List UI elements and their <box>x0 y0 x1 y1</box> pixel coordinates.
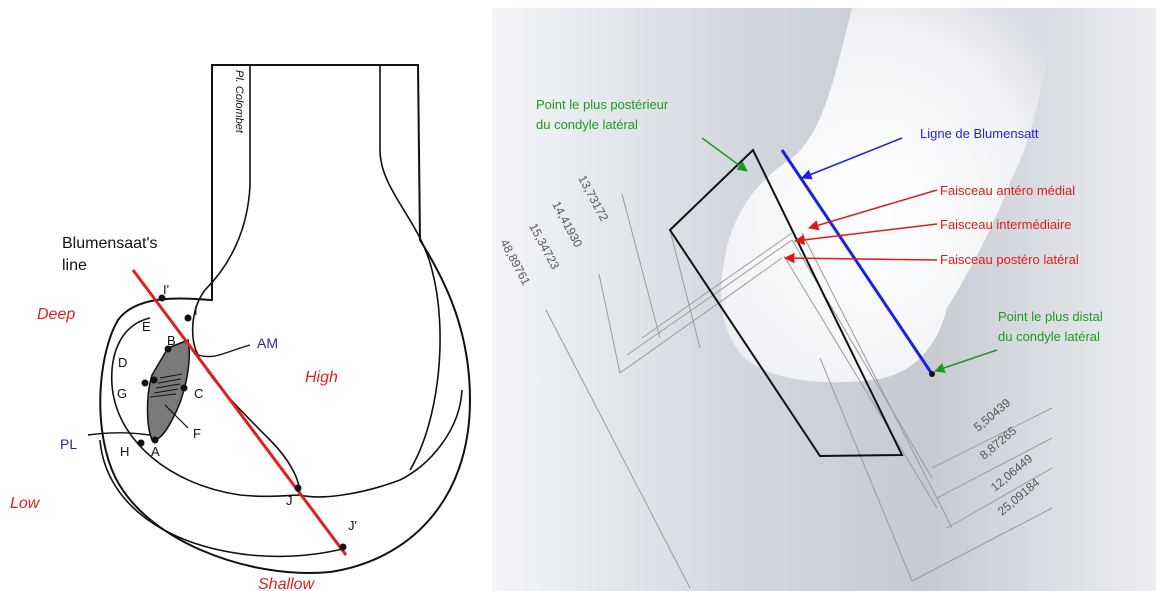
shaft-inner-line <box>204 65 251 291</box>
pl-leader <box>87 432 151 436</box>
point-label-j: J <box>286 493 293 508</box>
point-label-i-prime: I' <box>163 282 169 297</box>
posterior-point-arrow <box>701 137 748 172</box>
point-label-h: H <box>120 444 129 459</box>
point-label-g: G <box>117 386 127 401</box>
am-leader <box>197 344 251 358</box>
point-label-f: F <box>193 426 201 441</box>
blumensaat-label-line2: line <box>62 257 87 274</box>
femur-outline <box>99 64 472 574</box>
distal-point-marker <box>929 371 935 377</box>
condyle-inner-contour <box>191 289 463 498</box>
am-bundle-arrow <box>807 189 938 231</box>
am-bundle-label: Faisceau antéro médial <box>940 183 1075 198</box>
f-leader <box>164 404 189 429</box>
point-label-e: E <box>142 319 151 334</box>
intermediate-bundle-arrow <box>793 223 938 246</box>
dimension-lines <box>545 193 1053 589</box>
bundle-am: AM <box>257 335 278 351</box>
distal-point-label-1: Point le plus distal <box>998 309 1103 324</box>
point-label-c: C <box>194 386 203 401</box>
zone-low: Low <box>10 495 41 512</box>
intermediate-bundle-label: Faisceau intermédiaire <box>940 217 1072 232</box>
point-label-d: D <box>118 355 127 370</box>
blumensaat-label-line1: Blumensaat's <box>62 235 158 252</box>
point-label-a: A <box>151 444 160 459</box>
pl-bundle-label: Faisceau postéro latéral <box>940 252 1079 267</box>
knee-sagittal-drawing: Pl. Colombet Blumensaat's line Deep High… <box>10 64 472 591</box>
notch-roof-contour <box>110 317 301 498</box>
cad-measurement-view: Point le plus postérieur du condyle laté… <box>492 8 1156 591</box>
pl-bundle-arrow <box>783 252 938 264</box>
bundle-pl: PL <box>60 436 77 452</box>
signature-text: Pl. Colombet <box>233 70 245 134</box>
blumensaat-arrow <box>801 137 903 180</box>
point-label-j-prime: J' <box>348 518 357 533</box>
shaft-right-line <box>379 65 441 471</box>
posterior-point-label-1: Point le plus postérieur <box>536 97 669 112</box>
distal-point-label-2: du condyle latéral <box>998 329 1100 344</box>
blumensaat-line-3d <box>780 149 934 375</box>
blumensaat-label: Ligne de Blumensatt <box>920 126 1039 141</box>
measurement-rectangle <box>668 148 904 458</box>
distal-point-arrow <box>934 349 998 373</box>
landmark-points <box>137 294 347 551</box>
point-label-b: B <box>167 333 176 348</box>
footprint-hatching <box>149 373 183 398</box>
zone-deep: Deep <box>37 306 75 323</box>
point-label-i: I <box>194 303 198 318</box>
zone-high: High <box>305 369 338 386</box>
blumensaat-line <box>131 269 348 556</box>
blumensaat-diagram: Pl. Colombet Blumensaat's line Deep High… <box>0 0 478 591</box>
posterior-point-label-2: du condyle latéral <box>536 117 638 132</box>
zone-shallow: Shallow <box>258 576 315 591</box>
cad-drawing: Point le plus postérieur du condyle laté… <box>492 8 1156 591</box>
lower-contour <box>99 439 346 558</box>
